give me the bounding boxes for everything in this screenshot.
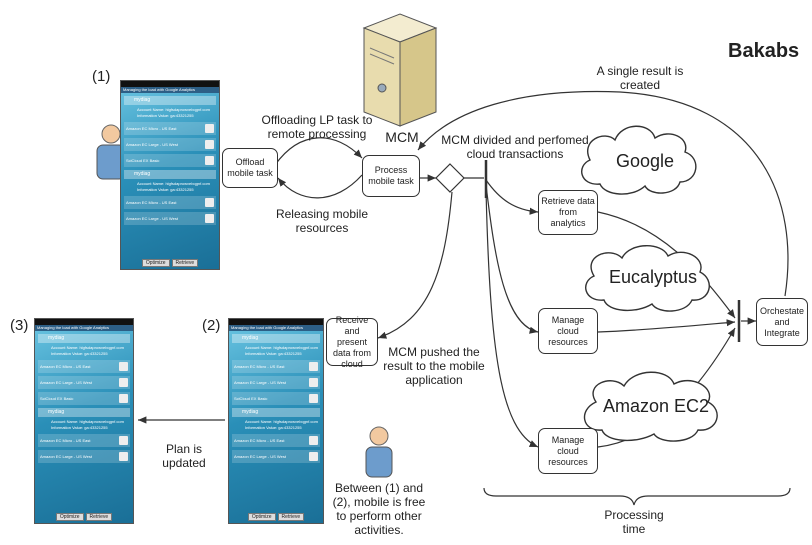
- retrieve-button[interactable]: Retrieve: [171, 259, 199, 267]
- list-item: Amazon EC Large - US West: [38, 450, 130, 463]
- list-item: Amazon EC Large - US West: [124, 138, 216, 151]
- between-annotation: Between (1) and (2), mobile is free to p…: [332, 481, 426, 537]
- list-item: Amazon EC Large - US West: [232, 376, 320, 389]
- list-item: Amazon EC Micro - US East: [124, 122, 216, 135]
- server-icon: [362, 13, 438, 127]
- list-item: Amazon EC Micro - US East: [38, 434, 130, 447]
- process-task-node: Process mobile task: [362, 155, 420, 197]
- offloading-annotation: Offloading LP task to remote processing: [261, 113, 373, 141]
- list-item: Amazon EC Micro - US East: [124, 196, 216, 209]
- phone-item: mydiag: [124, 96, 216, 105]
- phase-label-3: (3): [10, 317, 29, 334]
- cloud-amazon-ec2: Amazon EC2: [602, 396, 710, 416]
- receive-data-node: Receive and present data from cloud: [326, 315, 378, 369]
- releasing-annotation: Releasing mobile resources: [275, 207, 369, 235]
- cloud-shape-eucalyptus: [585, 245, 710, 312]
- offload-arrow: [274, 137, 363, 166]
- retrieve-button[interactable]: Retrieve: [85, 513, 113, 521]
- list-item: Amazon EC Micro - US East: [232, 360, 320, 373]
- plan-updated-annotation: Plan is updated: [162, 442, 206, 470]
- single-result-annotation: A single result is created: [596, 64, 684, 92]
- phase-label-2: (2): [202, 317, 221, 334]
- optimize-button[interactable]: Optimize: [55, 513, 84, 521]
- orchestrate-node: Orchestate and Integrate: [756, 298, 808, 346]
- cloud-shape-amazon: [584, 371, 718, 442]
- single-result-arrow: [417, 90, 789, 297]
- cloud-shape-google: [581, 125, 697, 195]
- list-item: SciCloud EX Basic: [38, 392, 130, 405]
- phone-screen-2: Managing the load with Google Analytics …: [228, 318, 324, 524]
- list-item: Amazon EC Micro - US East: [232, 434, 320, 447]
- list-item: SciCloud EX Basic: [124, 154, 216, 167]
- list-item: Amazon EC Micro - US East: [38, 360, 130, 373]
- phone-account: Account Name: hlgfsdaprowvebqgnf.com: [137, 107, 210, 112]
- processing-time-brace: [483, 487, 791, 506]
- fork-to-manage2: [485, 189, 539, 448]
- manage-resources-node-2: Manage cloud resources: [538, 428, 598, 474]
- list-item: Amazon EC Large - US West: [232, 450, 320, 463]
- phone-screen-3: Managing the load with Google Analytics …: [34, 318, 134, 524]
- processing-time-annotation: Processing time: [604, 508, 664, 536]
- push-arrow: [377, 191, 453, 339]
- phone-screen-1: Managing the load with Google Analytics …: [120, 80, 220, 270]
- list-item: SciCloud EX Basic: [232, 392, 320, 405]
- cloud-google: Google: [615, 151, 675, 171]
- retrieve-button[interactable]: Retrieve: [277, 513, 305, 521]
- list-item: Amazon EC Large - US West: [38, 376, 130, 389]
- fork-to-retrieve: [485, 179, 539, 215]
- retrieve-data-node: Retrieve data from analytics: [538, 190, 598, 235]
- optimize-button[interactable]: Optimize: [141, 259, 170, 267]
- cloud-eucalyptus: Eucalyptus: [608, 267, 698, 287]
- user-icon-bottom: [365, 426, 393, 478]
- offload-task-node: Offload mobile task: [222, 148, 278, 188]
- decision-diamond: [435, 163, 465, 193]
- list-item: Amazon EC Large - US West: [124, 212, 216, 225]
- phone-item: mydiag: [124, 170, 216, 179]
- divided-annotation: MCM divided and perfomed cloud transacti…: [441, 133, 589, 161]
- phone-title: Managing the load with Google Analytics: [121, 87, 219, 93]
- phase-label-1: (1): [92, 68, 111, 85]
- phone-information: Information Value: ga:43321255: [137, 113, 194, 118]
- release-arrow: [277, 174, 363, 199]
- fork-to-manage1: [485, 184, 539, 334]
- brand-title: Bakabs: [728, 40, 800, 62]
- server-label: MCM: [385, 129, 419, 145]
- optimize-button[interactable]: Optimize: [247, 513, 276, 521]
- manage-resources-node-1: Manage cloud resources: [538, 308, 598, 354]
- pushed-annotation: MCM pushed the result to the mobile appl…: [383, 345, 485, 387]
